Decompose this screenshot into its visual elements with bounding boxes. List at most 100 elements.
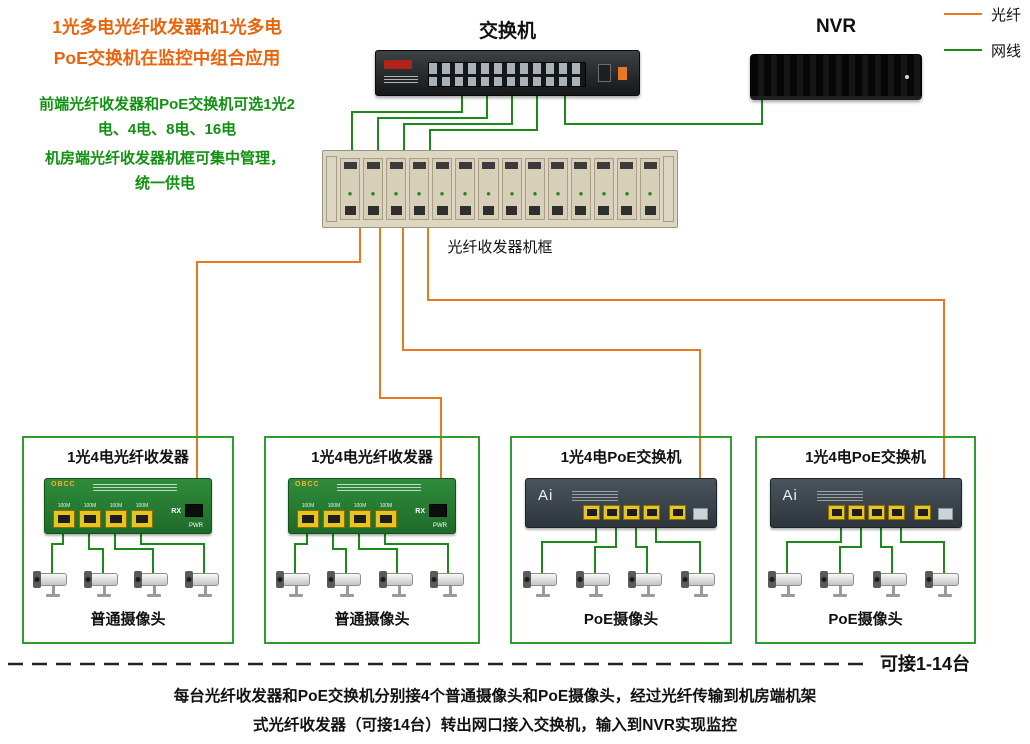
nvr-label: NVR [815,16,857,37]
port-speed-label: 100M [379,503,393,509]
ethernet-link-camera [594,524,617,576]
rj45-port-icon [867,505,885,520]
device-finetext [93,483,177,491]
note-frontend: 前端光纤收发器和PoE交换机可选1光2电、4电、8电、16电 [39,96,295,138]
switch-logo [384,60,412,69]
camera-icon [520,566,564,602]
pwr-label: PWR [433,523,447,529]
uplink-port-icon [669,505,686,520]
fiber-link-rack-box2 [379,224,442,500]
ethernet-link-camera [114,528,154,576]
poe-switch-device: Ai [769,478,962,528]
poe-switch-device: Ai [525,478,717,528]
rj45-port-icon [623,505,640,520]
camera-icon [427,566,471,602]
camera-links-layer [294,528,449,576]
capacity-label: 可接1-14台 [880,654,971,674]
camera-caption: PoE摄像头 [583,611,659,628]
rack-slot [386,158,407,220]
page-title: 1光多电光纤收发器和1光多电 PoE交换机在监控中组合应用 [2,12,332,74]
port-speed-label: 100M [301,503,315,509]
rack-slot [478,158,499,220]
group-title: 1光4电PoE交换机 [560,449,682,466]
rack-slot [524,158,545,220]
note-rackroom: 机房端光纤收发器机框可集中管理，统一供电 [44,150,285,192]
port-speed-label: 100M [109,503,123,509]
uplink-port-icon [913,505,931,520]
ethernet-link-switch-rack-3 [403,92,513,172]
legend-fiber-row: 光纤 [944,4,1030,24]
rj45-port-icon [79,510,101,528]
legend: 光纤 网线 [944,4,1030,76]
rack-slot [593,158,614,220]
sfp-port-icon [693,508,708,520]
rj45-port-icon [323,510,345,528]
device-finetext [816,489,863,501]
ethernet-link-camera [839,524,862,576]
ethernet-link-camera [51,528,64,576]
ethernet-link-camera [332,528,347,576]
switch-ports-icon [428,62,586,87]
camera-caption: 普通摄像头 [334,611,410,628]
device-finetext [337,483,421,491]
rj45-port-icon [375,510,397,528]
fiber-port-icon [185,504,203,517]
fiber-link-rack-box1 [196,224,361,500]
rj45-port-icon [827,505,845,520]
ethernet-link-camera [358,528,398,576]
rj45-port-icon [847,505,865,520]
device-brand: OBCC [295,481,320,488]
ethernet-link-camera [880,524,893,576]
rj45-port-icon [643,505,660,520]
rack-slot [409,158,430,220]
rack-slots [340,158,661,220]
rj45-ports: 100M 100M 100M 100M [53,504,153,528]
rack-device [322,150,678,228]
rx-label: RX [415,508,425,515]
group-box-poe-2: 1光4电PoE交换机 Ai PoE摄像头 [755,436,976,644]
rj45-port-icon [131,510,153,528]
rack-slot [501,158,522,220]
ethernet-link-switch-rack-2 [377,92,488,172]
group-box-transceiver-1: 1光4电光纤收发器 OBCC 100M 100M 100M 100M RX PW… [22,436,234,644]
group-title: 1光4电PoE交换机 [805,449,926,466]
rack-slot [640,158,661,220]
camera-icon [30,566,74,602]
rj45-port-icon [887,505,905,520]
camera-row [24,566,232,602]
ai-logo-label: Ai [538,487,554,504]
footer-note-line1: 每台光纤收发器和PoE交换机分别接4个普通摄像头和PoE摄像头，经过光纤传输到机… [173,688,817,705]
switch-uplink-icon [618,67,627,80]
group-box-transceiver-2: 1光4电光纤收发器 OBCC 100M 100M 100M 100M RX PW… [264,436,480,644]
ethernet-link-camera [900,524,945,576]
group-title: 1光4电光纤收发器 [311,449,433,466]
footer-note-line2: 式光纤收发器（可接14台）转出网口接入交换机，输入到NVR实现监控 [253,717,737,734]
rx-label: RX [171,508,181,515]
switch-sfp-port-icon [598,64,611,82]
ethernet-link-camera [786,524,842,576]
camera-row [512,566,730,602]
pwr-label: PWR [189,523,203,529]
ethernet-link-camera [384,528,449,576]
port-speed-label: 100M [83,503,97,509]
page-title-line2: PoE交换机在监控中组合应用 [53,48,281,68]
rj45-port-icon [105,510,127,528]
legend-ethernet-row: 网线 [944,40,1030,60]
ethernet-link-switch-nvr [564,92,763,125]
ethernet-link-camera [541,524,597,576]
page-title-line1: 1光多电光纤收发器和1光多电 [52,17,282,37]
rj45-ports: 100M 100M 100M 100M [297,504,397,528]
switch-device [375,50,640,96]
camera-icon [765,566,809,602]
rack-slot [547,158,568,220]
camera-icon [131,566,175,602]
rack-slot [340,158,361,220]
camera-icon [922,566,966,602]
camera-links-layer [541,524,701,576]
footer-note: 每台光纤收发器和PoE交换机分别接4个普通摄像头和PoE摄像头，经过光纤传输到机… [10,682,980,740]
nvr-device [750,54,922,100]
fiber-transceiver-device: OBCC 100M 100M 100M 100M RX PWR [44,478,212,534]
fiber-link-rack-box4 [427,224,945,500]
